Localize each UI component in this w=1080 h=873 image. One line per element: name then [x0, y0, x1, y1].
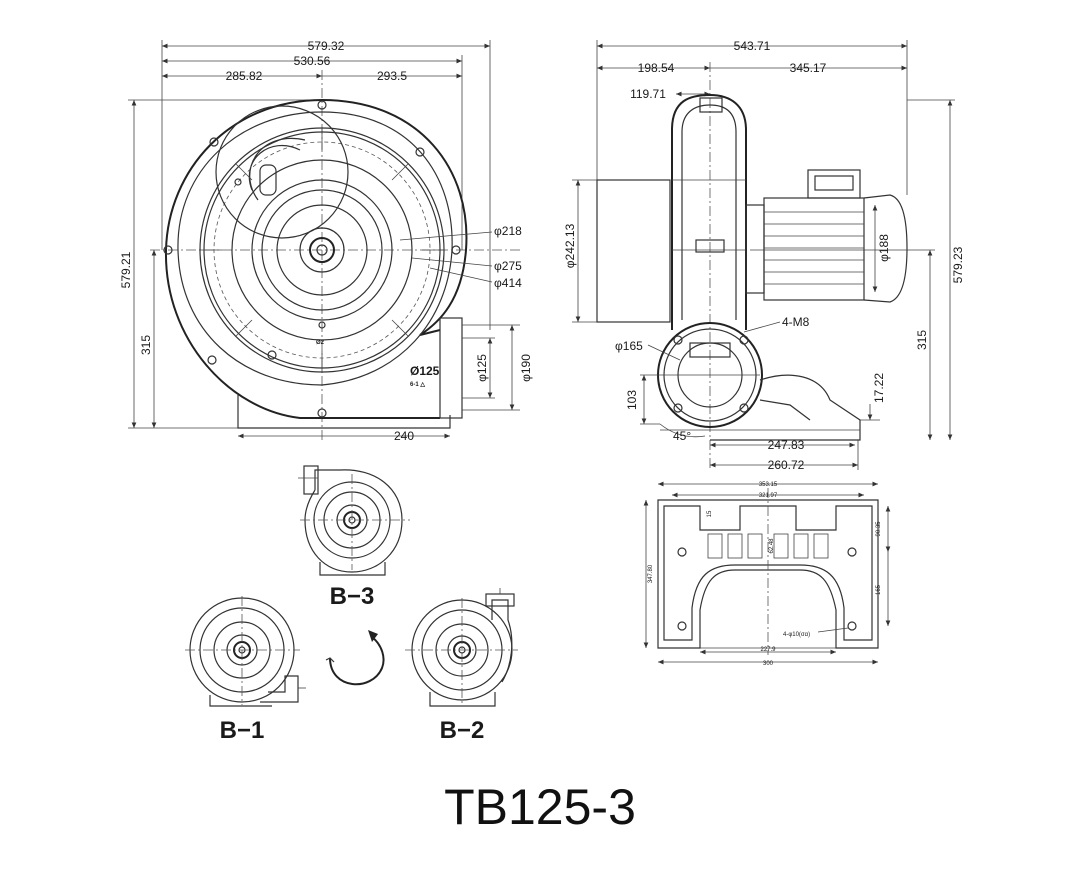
- dim-base-len-2: 260.72: [768, 458, 805, 472]
- dim-overall-height: 579.21: [119, 251, 133, 288]
- dim-overall-length: 543.71: [734, 39, 771, 53]
- dim-angle: 45°: [673, 429, 691, 443]
- dim-d-outer: φ414: [494, 276, 522, 290]
- variant-b1: B−1: [185, 596, 306, 744]
- model-title: TB125-3: [444, 779, 636, 835]
- dim-seg-c: 119.71: [630, 87, 666, 101]
- dim-seg-a: 198.54: [638, 61, 675, 75]
- dim-outlet-outer: φ190: [519, 354, 533, 382]
- base-dim-bottom-2: 300: [763, 661, 774, 667]
- variant-b3: B−3: [298, 465, 410, 610]
- dim-side-center-height: 315: [915, 330, 929, 350]
- base-dim-left: 347.80: [648, 564, 654, 583]
- center-mark: Ø2: [316, 340, 325, 346]
- base-dim-small-v: 15: [707, 510, 713, 517]
- base-plan: 353.15 321.97 347.80 90.35 165 62.48 15 …: [643, 481, 891, 667]
- outlet-label: Ø125: [410, 364, 440, 378]
- dim-foot-height: 17.22: [872, 373, 886, 403]
- variant-b2-label: B−2: [440, 717, 485, 744]
- base-dim-holes: 4-φ10(σα): [783, 632, 810, 638]
- side-view: 543.71 198.54 345.17 119.71 φ242.13: [563, 39, 965, 472]
- outlet-note: 6-1 △: [410, 381, 425, 388]
- dim-overall-width: 579.32: [308, 39, 345, 53]
- dim-left-part: 285.82: [226, 69, 263, 83]
- base-dim-right-1: 90.35: [876, 521, 882, 537]
- variant-b3-label: B−3: [330, 583, 375, 610]
- dim-d-mid: φ275: [494, 259, 522, 273]
- base-dim-right-2: 165: [876, 584, 882, 595]
- dim-outlet-inner: φ125: [475, 354, 489, 382]
- dim-seg-b: 345.17: [790, 61, 827, 75]
- dim-base-offset: 103: [625, 390, 639, 410]
- dim-base-len-1: 247.83: [768, 438, 805, 452]
- dim-side-height: 579.23: [951, 246, 965, 283]
- variant-b2: B−2: [405, 588, 518, 744]
- dim-base-width: 240: [394, 429, 414, 443]
- base-dim-top-1: 353.15: [759, 482, 778, 488]
- front-view: 579.32 530.56 285.82 293.5 579.21 315: [119, 39, 533, 443]
- dim-bolt: 4-M8: [782, 315, 810, 329]
- dim-d-inner: φ218: [494, 224, 522, 238]
- dim-motor-dia: φ188: [877, 234, 891, 262]
- variant-b1-label: B−1: [220, 717, 265, 744]
- base-dim-bottom-1: 227.9: [760, 647, 776, 653]
- dim-right-part: 293.5: [377, 69, 407, 83]
- dim-center-height: 315: [139, 335, 153, 355]
- dim-frame-width: 530.56: [294, 54, 331, 68]
- rotation-arrow-icon: [325, 630, 385, 686]
- dim-inlet-dia: φ165: [615, 339, 643, 353]
- dim-flange-height: φ242.13: [563, 223, 577, 268]
- base-dim-center-v: 62.48: [769, 538, 775, 554]
